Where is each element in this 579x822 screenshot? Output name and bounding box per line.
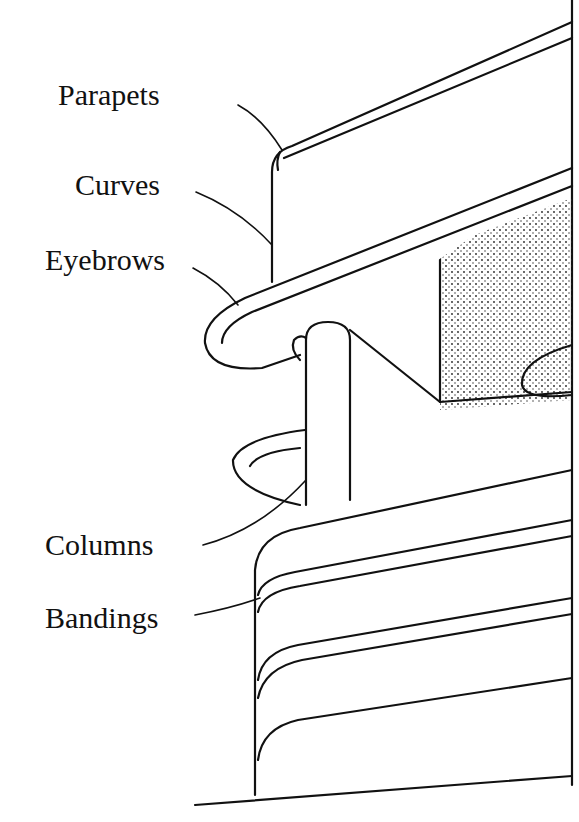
- lower-eyebrow: [233, 430, 305, 505]
- eyebrow-edge: [222, 186, 572, 343]
- leader-line: [238, 105, 282, 150]
- banding: [258, 536, 572, 612]
- ground-line: [195, 776, 572, 805]
- parapet-curve: [277, 152, 280, 170]
- leader-line: [195, 598, 260, 615]
- eyebrow-slab: [205, 168, 572, 368]
- leader-line: [203, 480, 306, 545]
- leader-line: [193, 268, 238, 305]
- part-label: Parapets: [58, 80, 160, 110]
- column: [306, 322, 350, 505]
- part-label: Eyebrows: [45, 245, 165, 275]
- parapet-band: [284, 38, 572, 158]
- banding: [258, 678, 572, 760]
- porthole: [522, 345, 572, 396]
- banding: [258, 520, 572, 595]
- window-sill: [350, 330, 572, 402]
- leader-line: [196, 192, 272, 245]
- lower-eyebrow-edge: [250, 448, 300, 466]
- lower-wall: [255, 470, 572, 795]
- column-capital: [293, 336, 306, 360]
- window-edge: [439, 252, 441, 402]
- part-label: Bandings: [45, 603, 158, 633]
- banding: [258, 598, 572, 680]
- part-label: Curves: [75, 170, 160, 200]
- part-label: Columns: [45, 530, 153, 560]
